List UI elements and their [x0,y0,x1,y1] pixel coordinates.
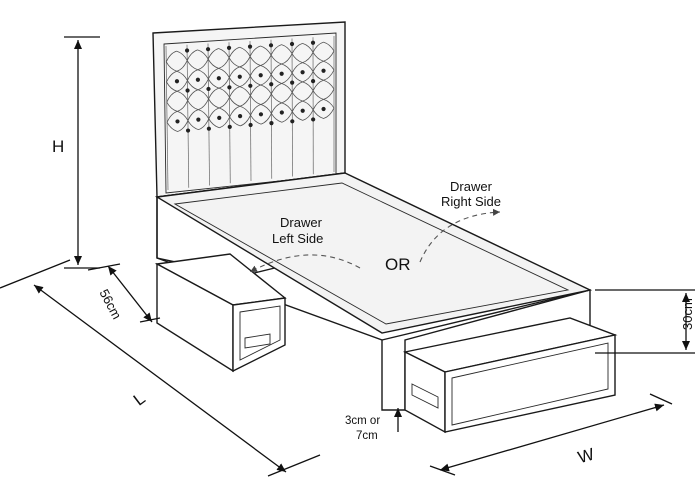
headboard-button [289,41,295,47]
headboard-pleat-line [291,38,293,177]
width-dimension [429,393,673,476]
drawer-height-dimension [595,289,695,354]
headboard-diamond [208,107,231,129]
headboard-pleat-line [207,43,210,186]
headboard-button [206,126,211,131]
drawer-right [402,317,618,434]
headboard-button [300,70,305,75]
drawer-height-label: 30cm [680,298,695,330]
headboard-button [195,77,201,82]
headboard-button [310,78,316,84]
headboard-pleat-line [270,39,273,179]
headboard-tufting [165,36,335,191]
headboard-button [217,115,222,120]
headboard-button [310,40,316,45]
headboard-button [258,112,264,117]
width-label: W [576,445,597,468]
headboard-button [196,117,201,122]
headboard-button [321,106,326,112]
headboard-button [185,128,191,133]
headboard-button [184,48,190,53]
drawer-left-arrow [249,254,361,273]
clearance-label-line1: 3cm or [345,415,380,427]
headboard-button [175,119,180,124]
headboard-button [237,113,243,119]
length-label: L [130,389,149,410]
headboard [152,21,346,198]
headboard-button [206,86,211,92]
or-label: OR [385,255,411,274]
headboard-button [205,47,211,52]
headboard-pleat-line [228,42,231,184]
headboard-pleat-line [165,45,169,191]
height-label: H [52,137,64,156]
headboard-diamond [291,100,314,121]
headboard-button [226,45,232,50]
drawer-left [154,253,287,373]
headboard-button [237,74,242,79]
drawer-depth-dimension [87,263,161,323]
headboard-button [268,43,274,48]
drawer-right-arrow [419,208,501,263]
clearance-label-line2: 7cm [356,430,378,442]
headboard-button [174,79,180,84]
headboard-button [300,108,305,113]
drawer-left-label-line2: Left Side [272,231,323,246]
height-dimension [64,36,100,269]
headboard-button [227,124,232,129]
headboard-button [290,119,295,124]
headboard-pleat-line [249,40,252,182]
drawer-depth-label: 56cm [96,287,124,322]
drawer-right-label-line2: Right Side [441,194,501,209]
headboard-diamond [229,105,251,127]
headboard-button [279,71,284,76]
headboard-diamond [187,109,210,131]
headboard-button [290,80,295,85]
headboard-button [269,82,274,87]
headboard-button [321,68,326,73]
headboard-button [247,44,253,49]
headboard-button [311,117,316,122]
headboard-button [248,122,253,128]
drawer-left-label-line1: Drawer [280,215,323,230]
headboard-button [248,83,253,88]
length-dimension [0,259,321,477]
headboard-diamond [270,102,293,123]
headboard-button [216,76,221,81]
headboard-diamond [312,99,335,119]
drawer-right-label-line1: Drawer [450,179,493,194]
headboard-button [269,121,274,126]
headboard-button [279,110,284,115]
mattress-top [154,172,593,334]
headboard-pleat-line [186,44,190,188]
headboard-button [227,85,232,90]
headboard-button [185,88,190,93]
headboard-diamond [250,104,272,125]
headboard-button [258,73,263,78]
headboard-diamond [166,111,189,132]
